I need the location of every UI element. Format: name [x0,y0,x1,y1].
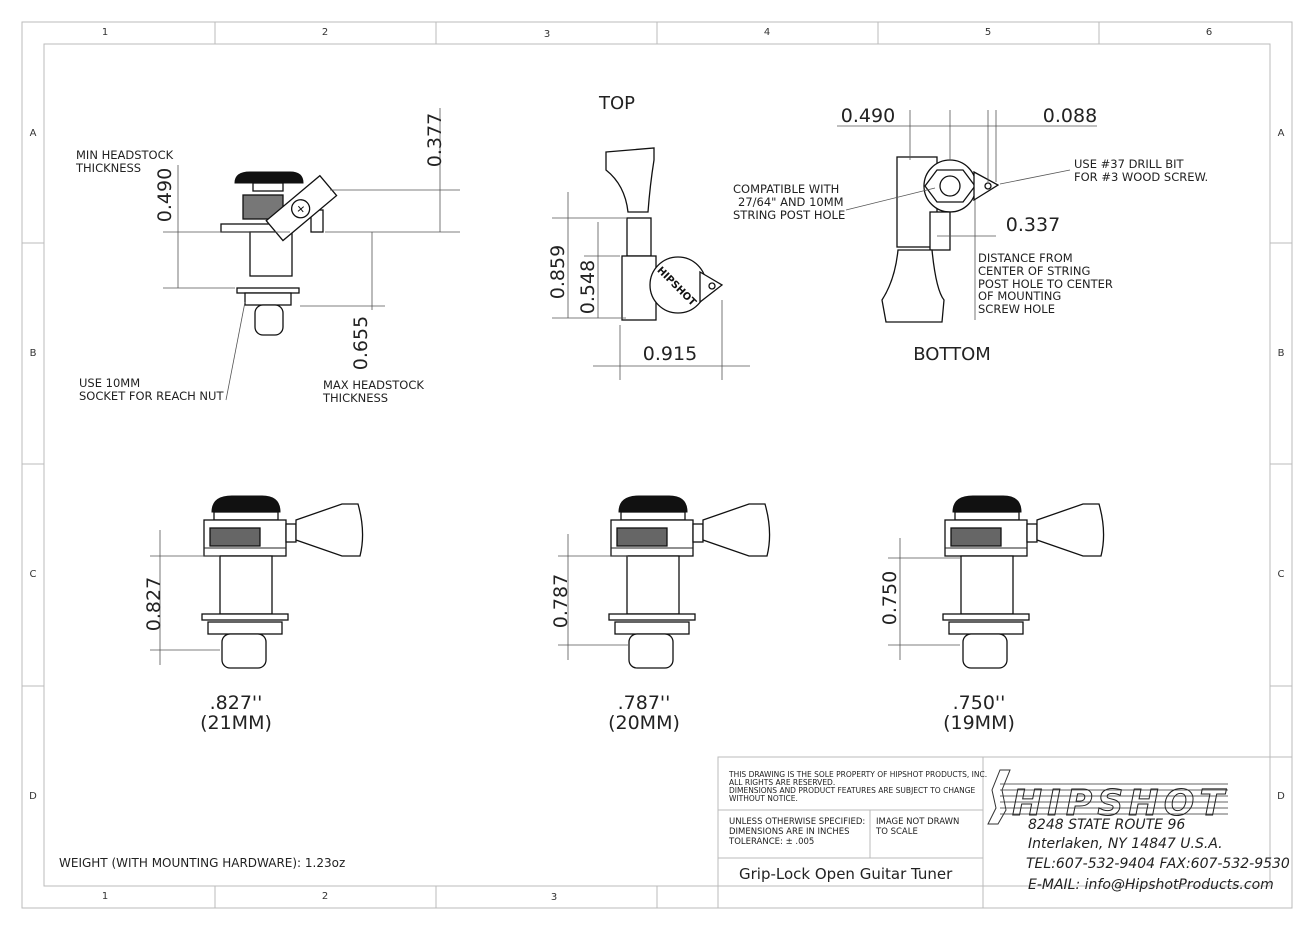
note-min-headstock: THICKNESS [75,161,141,175]
note-socket: USE 10MM [79,376,140,390]
dim-offset: 0.337 [1006,214,1060,236]
tuner-side-view [608,495,771,669]
variant-mm: (20MM) [608,712,680,734]
variant-21mm: 0.827 .827'' (21MM) [143,495,364,734]
email[interactable]: E-MAIL: info@HipshotProducts.com [1028,877,1274,893]
col-label: 4 [764,27,770,38]
dim-width: 0.915 [643,343,697,365]
tuner-side-view [201,495,364,669]
property-notice: WITHOUT NOTICE. [729,794,798,803]
row-label: A [1278,128,1285,139]
variant-dim: 0.787 [550,574,572,628]
variant-inch: .827'' [210,692,263,714]
variant-inch: .750'' [953,692,1006,714]
view-label-top: TOP [598,93,635,114]
note-compat: STRING POST HOLE [733,208,845,222]
variant-dim: 0.827 [143,577,165,631]
title-block: THIS DRAWING IS THE SOLE PROPERTY OF HIP… [717,756,1293,909]
col-label: 5 [985,27,991,38]
spec-note: UNLESS OTHERWISE SPECIFIED: [729,817,865,827]
spec-note: DIMENSIONS ARE IN INCHES [729,827,849,837]
hipshot-logo: HIPSHOT [987,769,1228,825]
weight-note: WEIGHT (WITH MOUNTING HARDWARE): 1.23oz [59,856,345,870]
tuner-key [881,249,945,323]
tuner-key [605,147,655,213]
note-distance: POST HOLE TO CENTER [978,277,1113,291]
note-drill: FOR #3 WOOD SCREW. [1074,170,1208,184]
spec-note: TOLERANCE: ± .005 [728,837,814,847]
row-label: C [30,569,37,580]
col-label: 1 [102,891,108,902]
variant-mm: (19MM) [943,712,1015,734]
row-label: B [30,348,37,359]
tuner-side-view [942,495,1105,669]
col-label: 6 [1206,27,1212,38]
address-line2: Interlaken, NY 14847 U.S.A. [1028,836,1223,852]
grid-separators [22,22,1292,908]
col-label: 2 [322,891,328,902]
note-compat: 27/64" AND 10MM [738,195,844,209]
row-label: D [29,791,37,802]
variant-mm: (21MM) [200,712,272,734]
outer-border [21,21,1293,909]
view-label-bottom: BOTTOM [913,344,991,365]
scale-note: TO SCALE [875,827,918,837]
note-distance: DISTANCE FROM [978,251,1073,265]
variant-20mm: 0.787 .787'' (20MM) [550,495,771,734]
note-distance: CENTER OF STRING [978,264,1090,278]
dim-right: 0.088 [1043,105,1097,127]
dim-left: 0.490 [841,105,895,127]
dim-inner: 0.548 [577,260,599,314]
phone-fax: TEL:607-532-9404 FAX:607-532-9530 [1026,856,1290,872]
grid-labels: 1 2 3 4 5 6 1 2 3 A B C D A B C D [29,27,1285,903]
tuner-cap [234,171,304,184]
note-distance: SCREW HOLE [978,302,1055,316]
col-label: 3 [551,892,557,903]
col-label: 2 [322,27,328,38]
note-socket: SOCKET FOR REACH NUT [79,389,224,403]
row-label: A [30,128,37,139]
note-max-headstock: MAX HEADSTOCK [323,378,424,392]
drawing-title: Grip-Lock Open Guitar Tuner [739,865,953,883]
top-view: TOP HIPSHOT 0.859 0.548 0.915 [547,93,750,380]
variant-19mm: 0.750 .750'' (19MM) [879,495,1105,734]
address-line1: 8248 STATE ROUTE 96 [1028,817,1185,833]
note-compat: COMPATIBLE WITH [733,182,839,196]
bottom-view: 0.490 0.088 0.337 COMPATIBLE WITH 27/64"… [733,105,1208,365]
property-notice: DIMENSIONS AND PRODUCT FEATURES ARE SUBJ… [729,786,976,795]
side-view: + 0.490 0.377 0.655 MIN HEADSTOCK THICKN… [75,108,460,405]
note-max-headstock: THICKNESS [322,391,388,405]
note-distance: OF MOUNTING [978,289,1061,303]
property-notice: ALL RIGHTS ARE RESERVED. [729,778,835,787]
variant-inch: .787'' [618,692,671,714]
svg-text:HIPSHOT: HIPSHOT [1012,783,1226,824]
dim-overall: 0.859 [547,245,569,299]
col-label: 1 [102,27,108,38]
note-min-headstock: MIN HEADSTOCK [76,148,174,162]
dim-max-headstock: 0.655 [350,316,372,370]
scale-note: IMAGE NOT DRAWN [876,817,959,827]
dim-min-headstock: 0.490 [154,168,176,222]
row-label: D [1277,791,1285,802]
row-label: C [1278,569,1285,580]
dim-top: 0.377 [424,113,446,167]
note-drill: USE #37 DRILL BIT [1074,157,1185,171]
screw-hole [984,182,992,190]
row-label: B [1278,348,1285,359]
property-notice: THIS DRAWING IS THE SOLE PROPERTY OF HIP… [728,770,987,779]
col-label: 3 [544,29,550,40]
variant-dim: 0.750 [879,571,901,625]
